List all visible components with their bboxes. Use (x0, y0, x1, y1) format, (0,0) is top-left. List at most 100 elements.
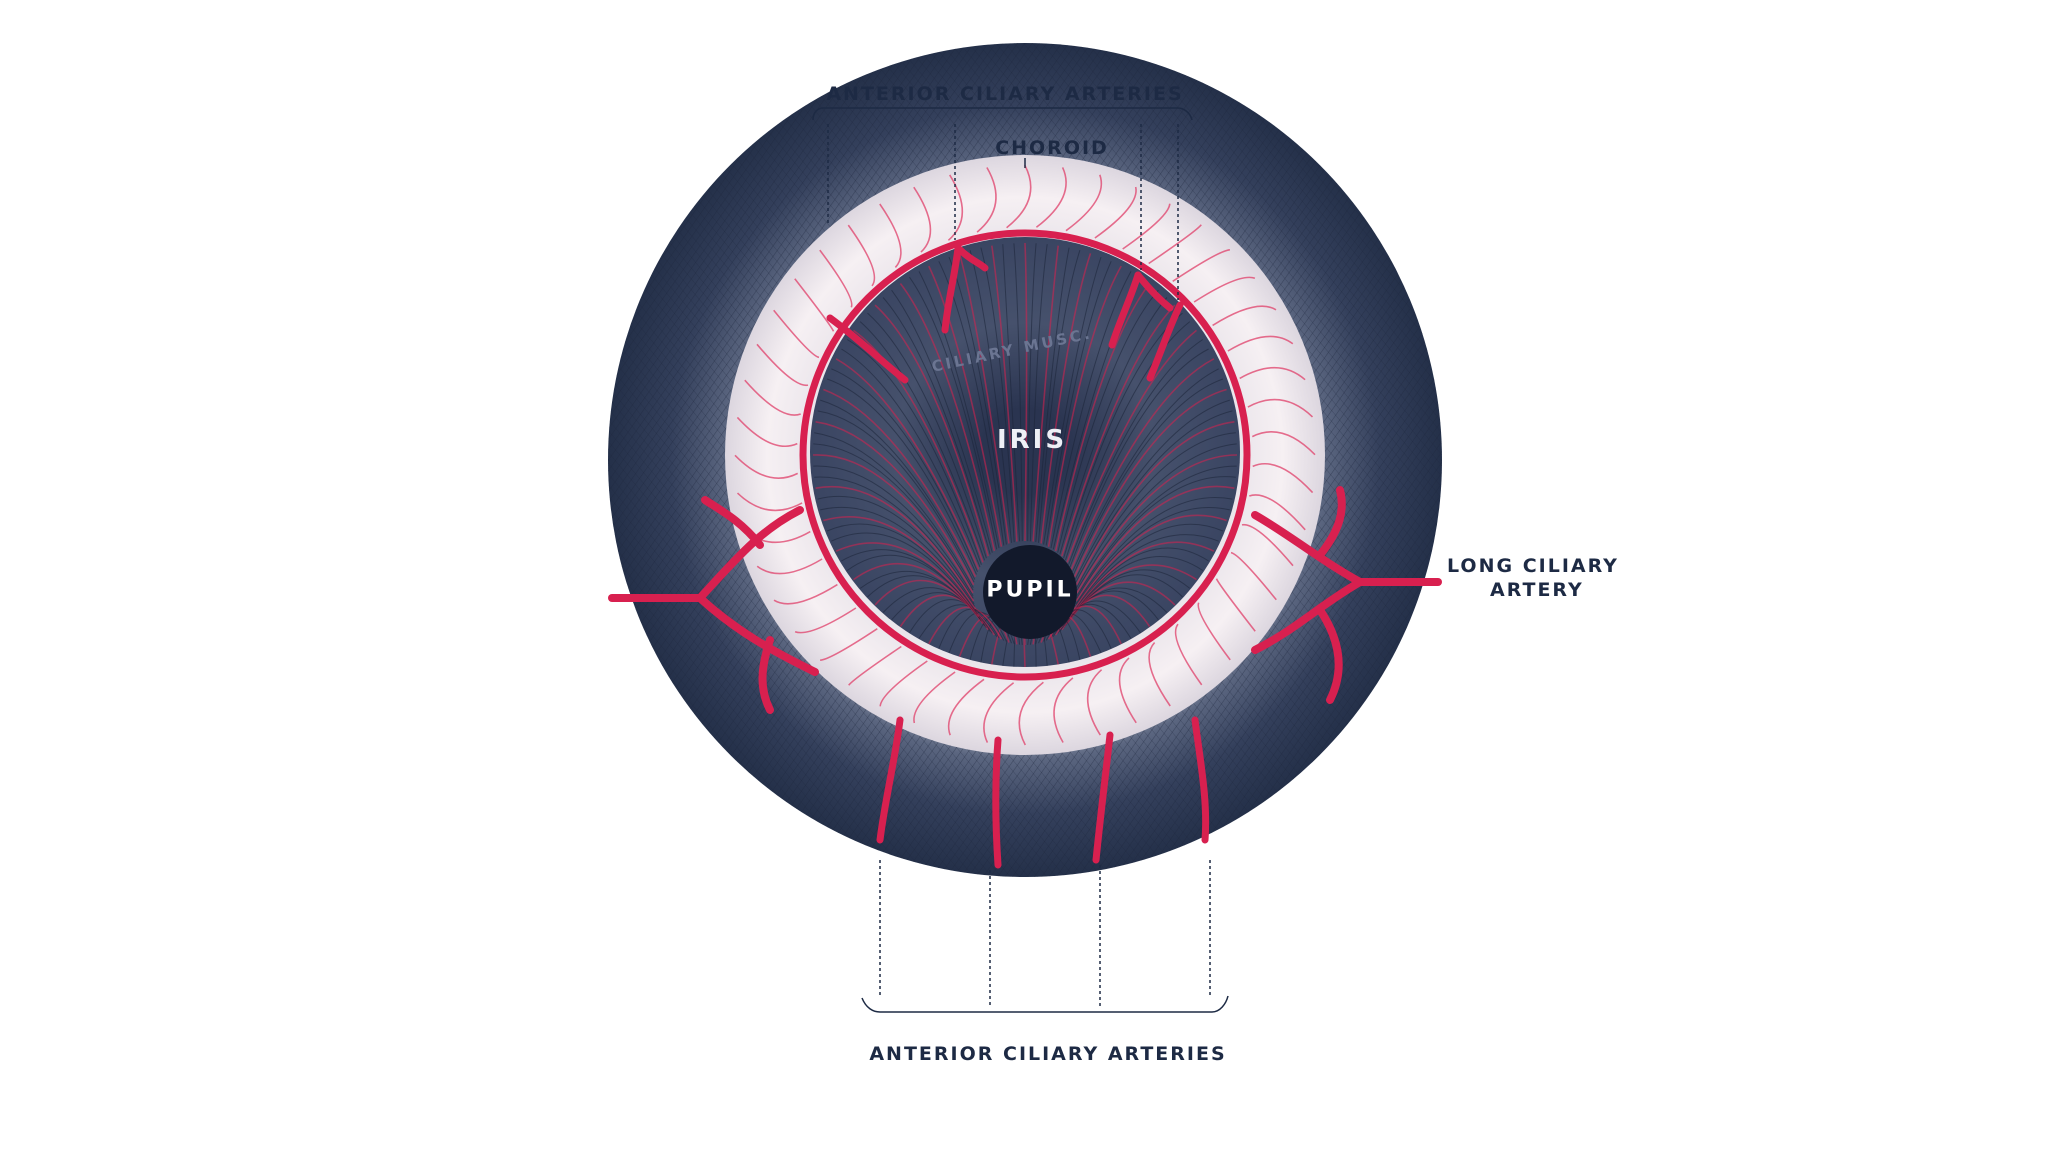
iris-radial-vessel (1073, 378, 1224, 575)
iris-radial-vessel (820, 506, 976, 607)
iris-radial-vessel (1073, 523, 1224, 612)
iris-radial-vessel (1075, 421, 1235, 586)
ciliary-fine-vessel (773, 583, 838, 605)
iris-radial-vessel (928, 606, 1003, 645)
iris-label: IRIS (996, 425, 1068, 455)
iris-radial-vessel (909, 599, 998, 637)
iris-radial-vessel (814, 476, 974, 599)
iris-radial-vessel (1013, 243, 1023, 542)
iris-radial-vessel (1073, 388, 1227, 578)
iris-radial-vessels (812, 242, 1238, 668)
long-ciliary-artery-left (608, 496, 819, 714)
iris-radial-vessel (1075, 497, 1233, 605)
iris-radial-vessel (815, 421, 975, 586)
iris-radial-vessel (813, 465, 974, 596)
ciliary-fine-vessel (1230, 551, 1277, 601)
iris-radial-vessel (1024, 242, 1028, 542)
ciliary-fine-vessel (1252, 462, 1314, 494)
iris-radial-vessel (938, 261, 1005, 546)
ciliary-fine-vessel (1148, 642, 1171, 707)
iris-radial-vessel (817, 495, 975, 605)
iris-radial-vessel (1076, 454, 1238, 594)
iris-radial-vessel (899, 283, 996, 552)
iris-radial-vessel (831, 532, 978, 615)
ciliary-fine-vessel (1249, 494, 1306, 531)
iris-radial-vessel (841, 348, 981, 568)
ciliary-fine-vessel (1035, 167, 1067, 228)
iris-radial-vessel (814, 432, 974, 588)
iris-disc (810, 237, 1240, 667)
iris-radial-vessel (1076, 465, 1237, 596)
ciliary-fine-vessel (879, 660, 928, 707)
iris-radial-vessel (1054, 283, 1151, 552)
ciliary-fine-vessel (736, 416, 798, 448)
iris-radial-vessel (823, 388, 977, 578)
iris-radial-vessel (1027, 243, 1037, 542)
iris-radial-vessel (813, 443, 974, 591)
iris-radial-vessel (1043, 256, 1102, 545)
iris-radial-vessel (1068, 339, 1204, 565)
iris-radial-vessel (1059, 587, 1168, 632)
iris-radial-vessel (891, 592, 993, 634)
iris-radial-vessel (835, 542, 980, 618)
iris-radial-vessel (817, 410, 975, 583)
iris-radial-vessel (918, 271, 1000, 549)
pupil-shape (983, 545, 1077, 639)
iris-radial-vessel (853, 329, 984, 563)
anterior-ciliary-arteries-top (826, 244, 1184, 384)
iris-radial-vessel (1072, 368, 1219, 573)
iris-radial-vessel (1002, 244, 1021, 542)
ciliary-fine-vessel (1241, 523, 1294, 567)
top-leader-lines (812, 107, 1193, 300)
ciliary-fine-vessel (1086, 669, 1103, 736)
ciliary-fine-vessel (756, 343, 809, 387)
iris-radial-vessel (823, 516, 977, 610)
iris-radial-vessel (1074, 507, 1230, 607)
iris-radial-vessel (1069, 348, 1209, 568)
ciliary-fine-vessel (1122, 203, 1171, 250)
ciliary-fine-vessel (1193, 276, 1256, 303)
iris-radial-vessel (815, 486, 975, 602)
ciliary-fine-vessel (1053, 677, 1074, 743)
bottom-leader-lines (861, 860, 1229, 1013)
ciliary-fine-vessel (913, 186, 932, 253)
iris-radial-vessel (1066, 329, 1198, 563)
long-ciliary-artery-right (1251, 486, 1442, 704)
ciliary-fine-vessel (734, 454, 799, 479)
iris-radial-vessel (991, 245, 1018, 542)
iris-radial-vessel (831, 368, 978, 572)
ciliary-fine-vessel (1065, 174, 1103, 232)
iris-radial-vessel (874, 304, 989, 557)
iris-radial-vessel (1047, 265, 1122, 547)
iris-radial-vessel (820, 399, 976, 580)
ciliary-fine-vessel (1212, 305, 1277, 327)
ciliary-fine-vessel (1094, 186, 1137, 239)
iris-radial-vessel (891, 289, 993, 553)
ciliary-fine-vessel (744, 379, 801, 416)
ciliary-fine-vessel (1174, 623, 1203, 686)
ciliary-fine-vessel (1118, 657, 1137, 724)
iris-radial-vessel (835, 358, 980, 570)
iris-radial-vessel (1075, 410, 1233, 583)
iris-radial-vessel (1057, 289, 1159, 553)
ciliary-fine-vessel (1197, 602, 1231, 661)
iris-radial-vessel (909, 276, 998, 550)
ciliary-fine-vessel (1247, 398, 1314, 418)
iris-radial-vessel (1040, 253, 1092, 544)
long-ciliary-artery-label-line1: LONG CILIARY (1447, 555, 1619, 577)
pupil-label: PUPIL (986, 577, 1074, 603)
iris-radial-vessel (1076, 432, 1236, 588)
iris-radial-vessel (812, 454, 974, 594)
iris-radial-vessel (1038, 250, 1081, 543)
iris-radial-vessel (918, 604, 1000, 639)
ciliary-fine-vessel (1148, 224, 1202, 265)
iris-radial-vessel (1029, 244, 1048, 542)
iris-radial-vessel (969, 250, 1012, 543)
ciliary-fine-vessel (983, 682, 1015, 743)
ciliary-fine-vessel (1006, 164, 1032, 229)
ciliary-fine-vessel (947, 174, 964, 241)
ciliary-fine-vessels (734, 164, 1316, 746)
ciliary-fine-vessel (1172, 249, 1231, 282)
ciliary-fine-vessel (756, 558, 823, 575)
